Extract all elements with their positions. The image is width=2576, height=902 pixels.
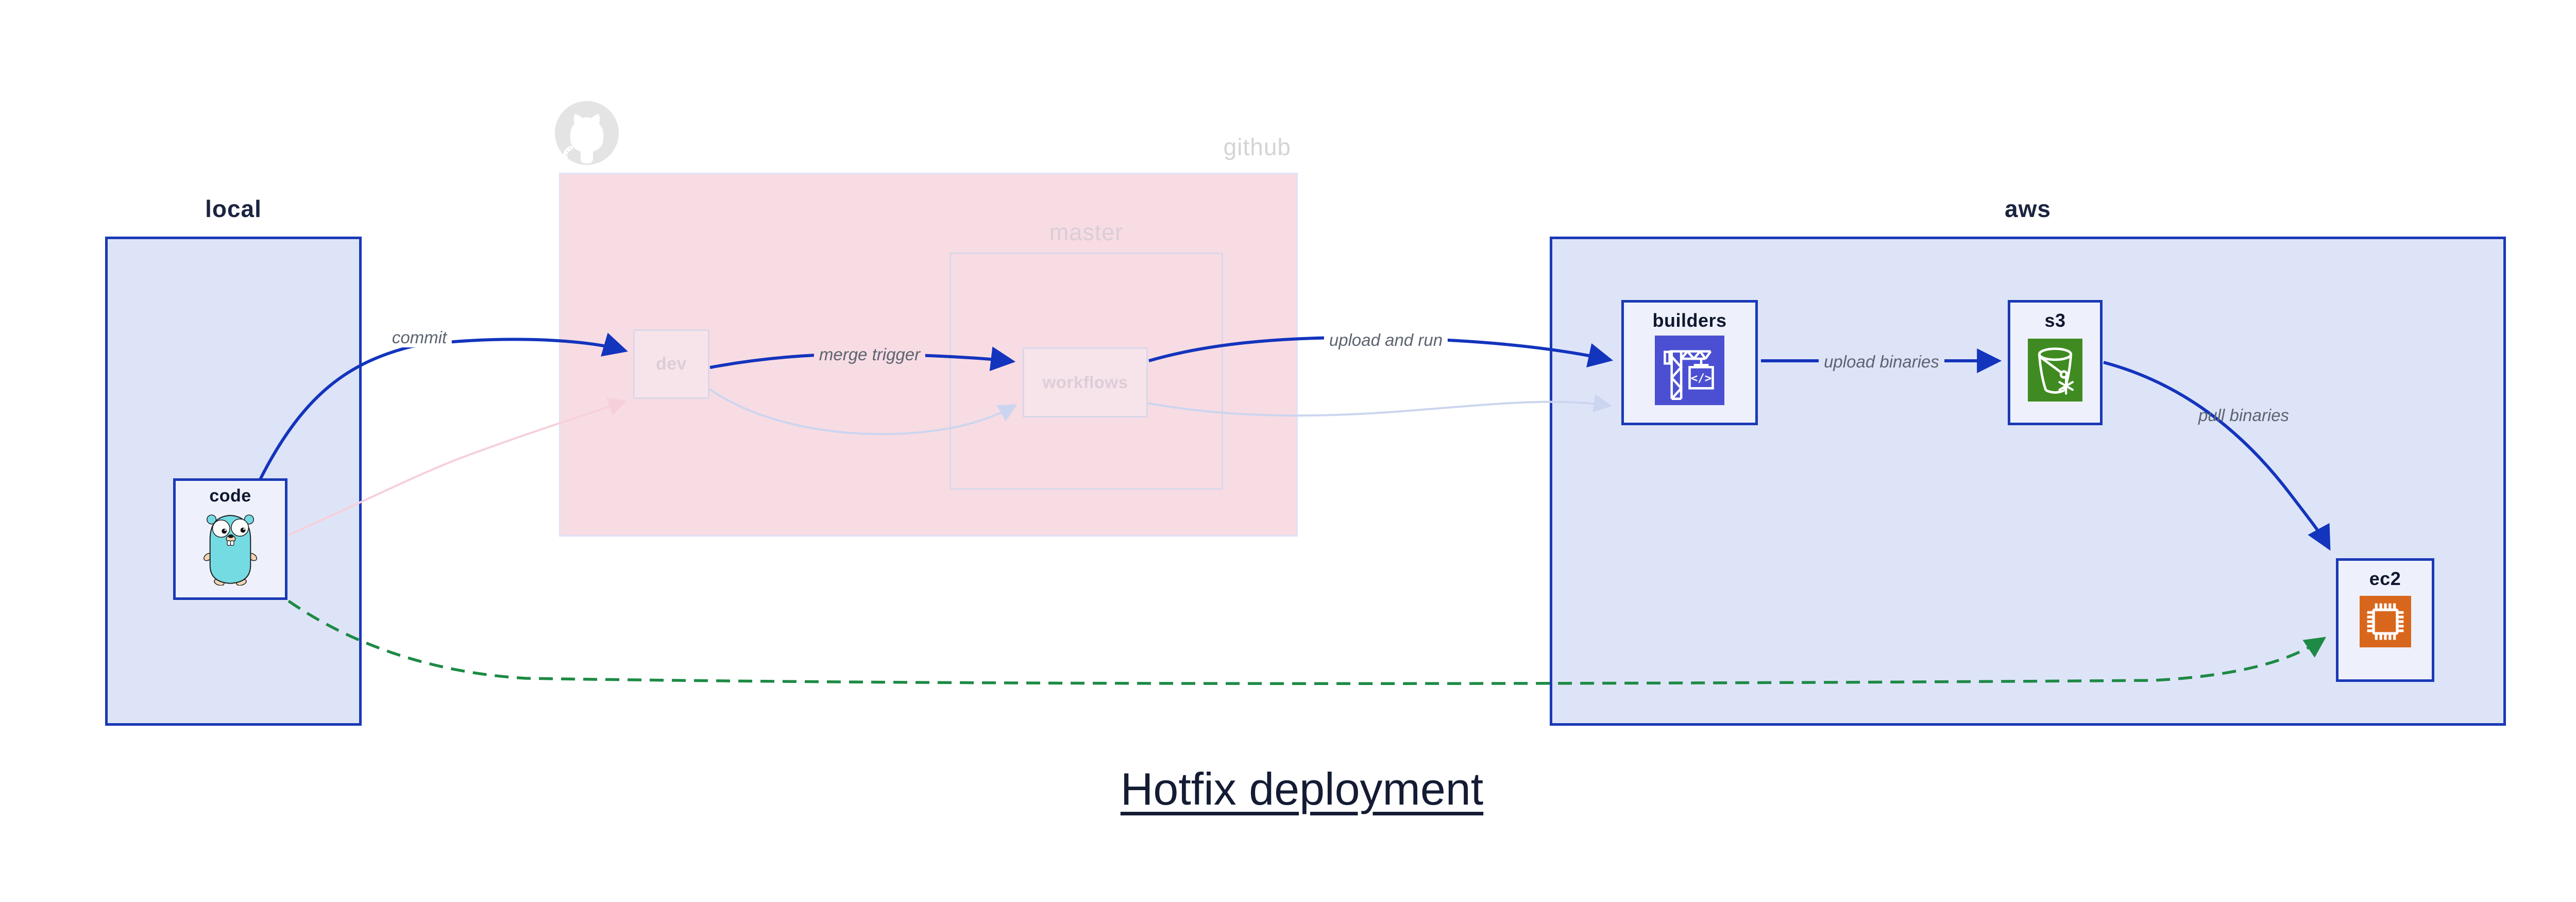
edge-upload-and-run-label: upload and run [1324,330,1448,350]
diagram-title: Hotfix deployment [1120,763,1484,814]
node-builders-label: builders [1652,310,1727,331]
github-octocat-icon [553,99,620,169]
cluster-aws-label: aws [2005,195,2051,222]
cluster-local-label: local [205,195,262,222]
node-s3: s3 [2008,300,2103,425]
node-ec2-label: ec2 [2369,568,2401,589]
node-s3-label: s3 [2044,310,2066,331]
edge-merge-trigger-label: merge trigger [814,345,926,364]
cluster-master-label: master [1049,219,1124,245]
go-gopher-icon [200,508,261,586]
codebuild-crane-icon: </> [1655,336,1724,405]
edge-faded-merge [708,388,1018,436]
edge-commit-label: commit [386,328,452,347]
node-code: code [173,478,287,600]
node-builders: builders </> [1621,300,1758,425]
edge-upload-binaries-label: upload binaries [1819,352,1944,372]
node-ec2: ec2 [2336,558,2434,682]
edge-pull-binaries-label: pull binaries [2198,406,2290,425]
node-workflows: workflows [1023,347,1148,417]
edge-pull-binaries [2103,361,2331,551]
edge-faded-upload [1147,394,1613,417]
node-code-label: code [209,486,251,506]
node-dev-label: dev [655,354,687,374]
node-dev: dev [633,329,709,399]
ec2-chip-icon [2359,596,2411,647]
cluster-github-label: github [1223,133,1291,160]
cluster-master [950,253,1223,490]
node-workflows-label: workflows [1042,373,1128,392]
edge-hotfix-bypass [287,599,2327,685]
s3-bucket-icon [2028,339,2082,402]
svg-text:</>: </> [1691,372,1712,385]
edge-faded-commit [288,397,628,536]
